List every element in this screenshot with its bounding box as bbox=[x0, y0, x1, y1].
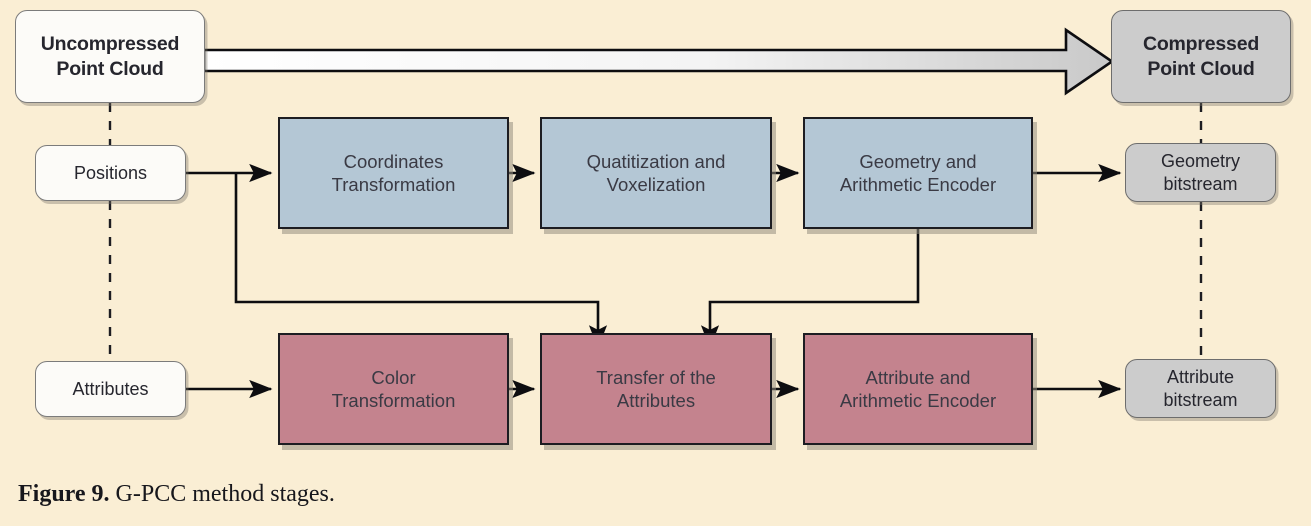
figure-caption: Figure 9. G-PCC method stages. bbox=[18, 481, 335, 508]
node-label: Color Transformation bbox=[331, 366, 456, 411]
node-label: Attribute and Arithmetic Encoder bbox=[839, 366, 997, 411]
node-attributes[interactable]: Attributes bbox=[35, 361, 186, 417]
node-quantization-and-voxelization[interactable]: Quatitization and Voxelization bbox=[540, 117, 772, 229]
node-label: Uncompressed Point Cloud bbox=[40, 33, 180, 80]
node-uncompressed-point-cloud[interactable]: Uncompressed Point Cloud bbox=[15, 10, 205, 103]
node-attribute-bitstream[interactable]: Attribute bitstream bbox=[1125, 359, 1276, 418]
node-geometry-and-arithmetic-encoder[interactable]: Geometry and Arithmetic Encoder bbox=[803, 117, 1033, 229]
edge-positions-to-transfer bbox=[234, 173, 608, 349]
node-coordinates-transformation[interactable]: Coordinates Transformation bbox=[278, 117, 509, 229]
node-label: Coordinates Transformation bbox=[331, 150, 456, 195]
node-label: Attribute bitstream bbox=[1163, 367, 1238, 410]
node-label: Transfer of the Attributes bbox=[596, 366, 716, 411]
node-positions[interactable]: Positions bbox=[35, 145, 186, 201]
node-label: Positions bbox=[73, 162, 148, 183]
node-geometry-bitstream[interactable]: Geometry bitstream bbox=[1125, 143, 1276, 202]
edge-geometry-encoder-to-transfer bbox=[700, 229, 920, 349]
node-label: Geometry bitstream bbox=[1160, 151, 1241, 194]
node-label: Attributes bbox=[72, 378, 149, 399]
node-label: Compressed Point Cloud bbox=[1142, 33, 1260, 80]
node-label: Geometry and Arithmetic Encoder bbox=[839, 150, 997, 195]
figure-caption-text: G-PCC method stages. bbox=[109, 481, 335, 507]
node-attribute-and-arithmetic-encoder[interactable]: Attribute and Arithmetic Encoder bbox=[803, 333, 1033, 445]
node-label: Quatitization and Voxelization bbox=[586, 150, 726, 195]
figure-caption-label: Figure 9. bbox=[18, 481, 110, 507]
block-arrow-uncompressed-to-compressed bbox=[202, 27, 1115, 96]
node-compressed-point-cloud[interactable]: Compressed Point Cloud bbox=[1111, 10, 1291, 103]
node-transfer-of-the-attributes[interactable]: Transfer of the Attributes bbox=[540, 333, 772, 445]
diagram-connector-layer bbox=[108, 27, 1203, 399]
node-color-transformation[interactable]: Color Transformation bbox=[278, 333, 509, 445]
